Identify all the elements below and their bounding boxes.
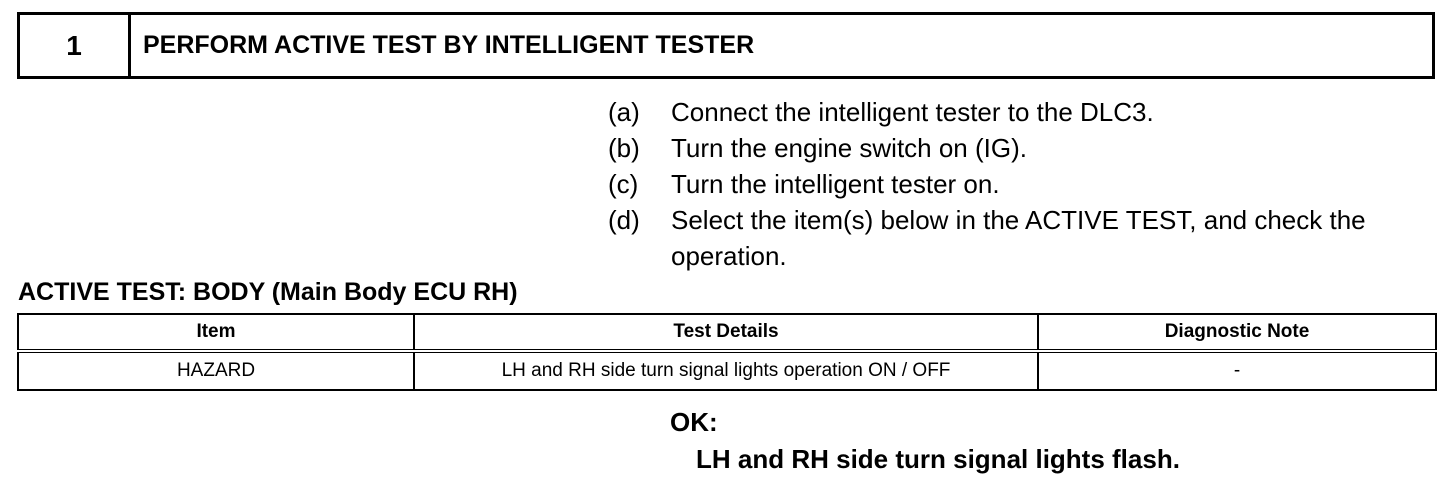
- step-title: PERFORM ACTIVE TEST BY INTELLIGENT TESTE…: [143, 31, 755, 59]
- column-header-item: Item: [17, 313, 415, 353]
- instruction-list: (a) Connect the intelligent tester to th…: [608, 94, 1438, 274]
- cell-diagnostic-note: -: [1037, 350, 1437, 391]
- cell-item: HAZARD: [17, 350, 415, 391]
- instruction-text: Turn the intelligent tester on.: [671, 169, 1000, 199]
- instruction-text: Connect the intelligent tester to the DL…: [671, 97, 1154, 127]
- step-header: 1 PERFORM ACTIVE TEST BY INTELLIGENT TES…: [17, 12, 1435, 79]
- ok-label: OK:: [670, 407, 718, 437]
- instruction-label: (a): [608, 97, 640, 127]
- table-header-row: Item Test Details Diagnostic Note: [17, 313, 1437, 353]
- instruction-label: (c): [608, 169, 639, 199]
- ok-result-text: LH and RH side turn signal lights flash.: [696, 444, 1180, 474]
- active-test-table: Item Test Details Diagnostic Note HAZARD…: [17, 313, 1437, 391]
- instruction-item: (b) Turn the engine switch on (IG).: [608, 130, 1438, 166]
- instruction-item: (d) Select the item(s) below in the ACTI…: [608, 202, 1438, 274]
- instruction-label: (b): [608, 133, 640, 163]
- instruction-text: Turn the engine switch on (IG).: [671, 133, 1027, 163]
- instruction-item: (c) Turn the intelligent tester on.: [608, 166, 1438, 202]
- cell-test-details: LH and RH side turn signal lights operat…: [413, 350, 1039, 391]
- section-title: ACTIVE TEST: BODY (Main Body ECU RH): [18, 278, 518, 306]
- table-row: HAZARD LH and RH side turn signal lights…: [17, 350, 1437, 391]
- step-number: 1: [20, 15, 131, 76]
- instruction-item: (a) Connect the intelligent tester to th…: [608, 94, 1438, 130]
- column-header-test-details: Test Details: [413, 313, 1039, 353]
- instruction-text: Select the item(s) below in the ACTIVE T…: [671, 205, 1366, 271]
- instruction-label: (d): [608, 205, 640, 235]
- column-header-diagnostic-note: Diagnostic Note: [1037, 313, 1437, 353]
